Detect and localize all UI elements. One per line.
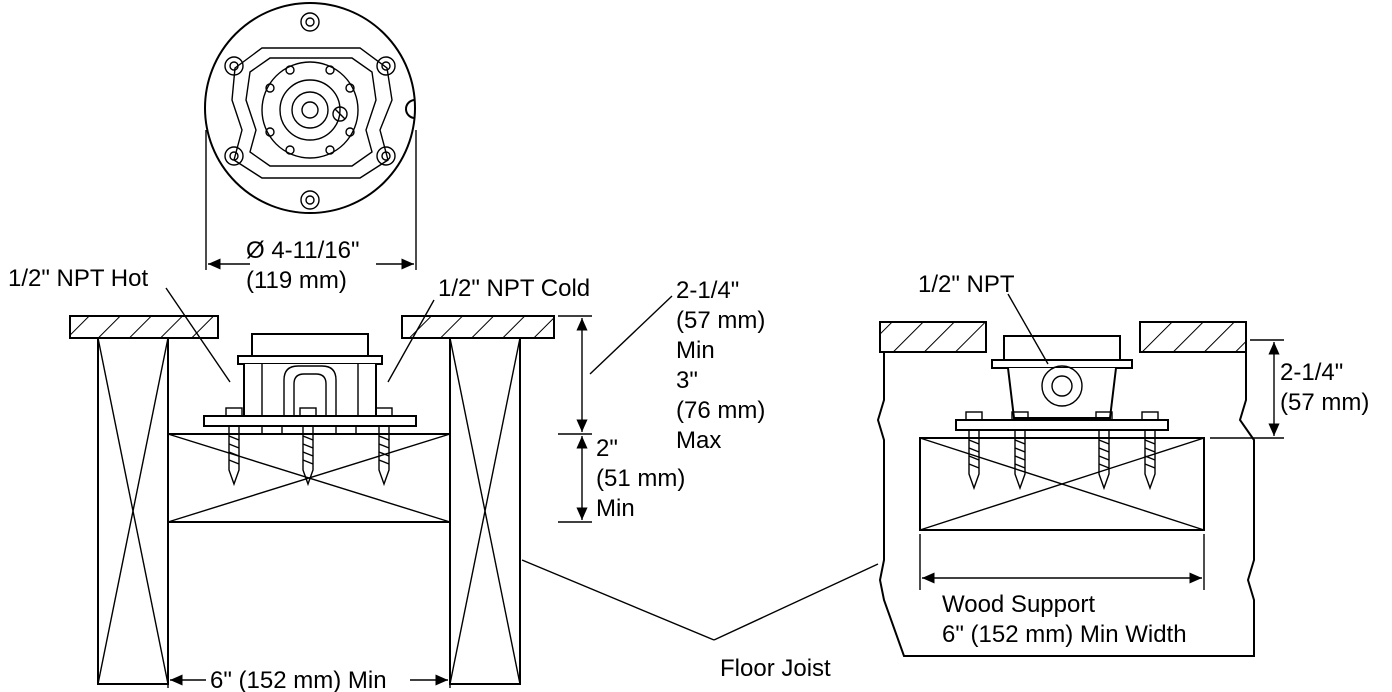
npt-hot-label: 1/2" NPT Hot — [8, 265, 148, 292]
left-wood-support — [167, 433, 451, 523]
right-subfloor-right — [1139, 321, 1247, 353]
valve-top-view — [204, 2, 416, 214]
left-valve-body — [203, 333, 417, 435]
left-floor-joist-2 — [449, 337, 521, 685]
floor-joist-callout: Floor Joist — [521, 559, 879, 682]
depth-range-line-1: 2-1/4" — [676, 277, 739, 304]
npt-label: 1/2" NPT — [918, 271, 1015, 298]
wood-support-line-2: 6" (152 mm) Min Width — [942, 621, 1187, 648]
left-installation-view: 1/2" NPT Hot 1/2" NPT Cold 2-1/4" (57 mm… — [8, 265, 765, 692]
support-depth-line-2: (51 mm) — [596, 465, 685, 492]
right-depth-line-2: (57 mm) — [1280, 389, 1369, 416]
joist-spacing-label: 6" (152 mm) Min — [210, 667, 387, 692]
floor-joist-label: Floor Joist — [720, 655, 831, 682]
diameter-metric-label: (119 mm) — [246, 267, 347, 294]
diameter-label: Ø 4-11/16" — [246, 237, 359, 264]
diameter-dimension: Ø 4-11/16" (119 mm) — [205, 130, 417, 294]
depth-range-line-3: Min — [676, 337, 715, 364]
right-wood-support — [919, 437, 1205, 531]
support-depth-line-3: Min — [596, 495, 635, 522]
depth-range-line-4: 3" — [676, 367, 698, 394]
npt-cold-label: 1/2" NPT Cold — [438, 275, 590, 302]
left-subfloor-left — [69, 315, 219, 339]
depth-range-line-5: (76 mm) — [676, 397, 765, 424]
left-screws — [228, 426, 390, 487]
right-screws — [968, 430, 1156, 491]
right-floor-joist — [876, 352, 1255, 657]
wood-support-line-1: Wood Support — [942, 591, 1095, 618]
right-subfloor-left — [879, 321, 987, 353]
right-installation-view: 1/2" NPT 2-1/4" (57 mm) Wood Support 6" … — [876, 271, 1369, 657]
right-valve-body — [955, 335, 1169, 431]
left-subfloor-right — [401, 315, 555, 339]
left-floor-joist-1 — [97, 337, 169, 685]
right-depth-line-1: 2-1/4" — [1280, 359, 1343, 386]
depth-range-line-6: Max — [676, 427, 721, 454]
support-depth-line-1: 2" — [596, 435, 618, 462]
depth-range-line-2: (57 mm) — [676, 307, 765, 334]
